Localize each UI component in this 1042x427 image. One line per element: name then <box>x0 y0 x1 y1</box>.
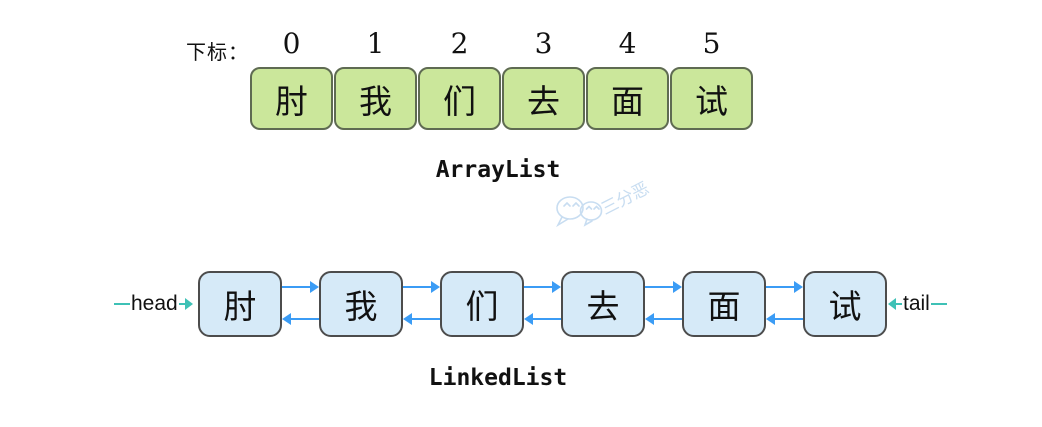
array-list-row: 肘 我 们 去 面 试 <box>250 67 753 130</box>
linked-node: 肘 <box>198 271 282 337</box>
linkedlist-caption: LinkedList <box>428 365 568 391</box>
array-cell: 去 <box>502 67 585 130</box>
watermark-text: 三分恶 <box>598 178 652 218</box>
prev-pointer-arrow <box>645 313 682 325</box>
array-index-2: 2 <box>450 27 469 60</box>
next-pointer-arrow <box>645 281 682 293</box>
chat-bubbles-icon: 三分恶 <box>556 178 652 228</box>
array-index-1: 1 <box>366 27 385 60</box>
head-dash <box>114 303 130 305</box>
linked-node: 面 <box>682 271 766 337</box>
prev-pointer-arrow <box>524 313 561 325</box>
watermark: 三分恶 <box>553 175 665 236</box>
array-cell: 肘 <box>250 67 333 130</box>
array-cell: 们 <box>418 67 501 130</box>
tail-label: tail <box>903 292 930 315</box>
linked-node: 我 <box>319 271 403 337</box>
array-index-5: 5 <box>702 27 721 60</box>
prev-pointer-arrow <box>403 313 440 325</box>
array-cell: 我 <box>334 67 417 130</box>
array-index-0: 0 <box>282 27 301 60</box>
linked-node: 去 <box>561 271 645 337</box>
linked-node: 们 <box>440 271 524 337</box>
next-pointer-arrow <box>524 281 561 293</box>
arraylist-caption: ArrayList <box>435 157 561 183</box>
array-cell: 试 <box>670 67 753 130</box>
next-pointer-arrow <box>766 281 803 293</box>
linked-node: 试 <box>803 271 887 337</box>
array-index-4: 4 <box>618 27 637 60</box>
array-index-label: 下标： <box>186 42 249 64</box>
head-pointer: head <box>114 291 193 317</box>
tail-arrow-icon <box>888 298 902 310</box>
tail-pointer: tail <box>888 291 947 317</box>
array-index-3: 3 <box>534 27 553 60</box>
next-pointer-arrow <box>282 281 319 293</box>
head-arrow-icon <box>178 298 193 310</box>
prev-pointer-arrow <box>282 313 319 325</box>
head-label: head <box>131 292 178 315</box>
tail-dash <box>930 303 947 305</box>
prev-pointer-arrow <box>766 313 803 325</box>
array-cell: 面 <box>586 67 669 130</box>
next-pointer-arrow <box>403 281 440 293</box>
